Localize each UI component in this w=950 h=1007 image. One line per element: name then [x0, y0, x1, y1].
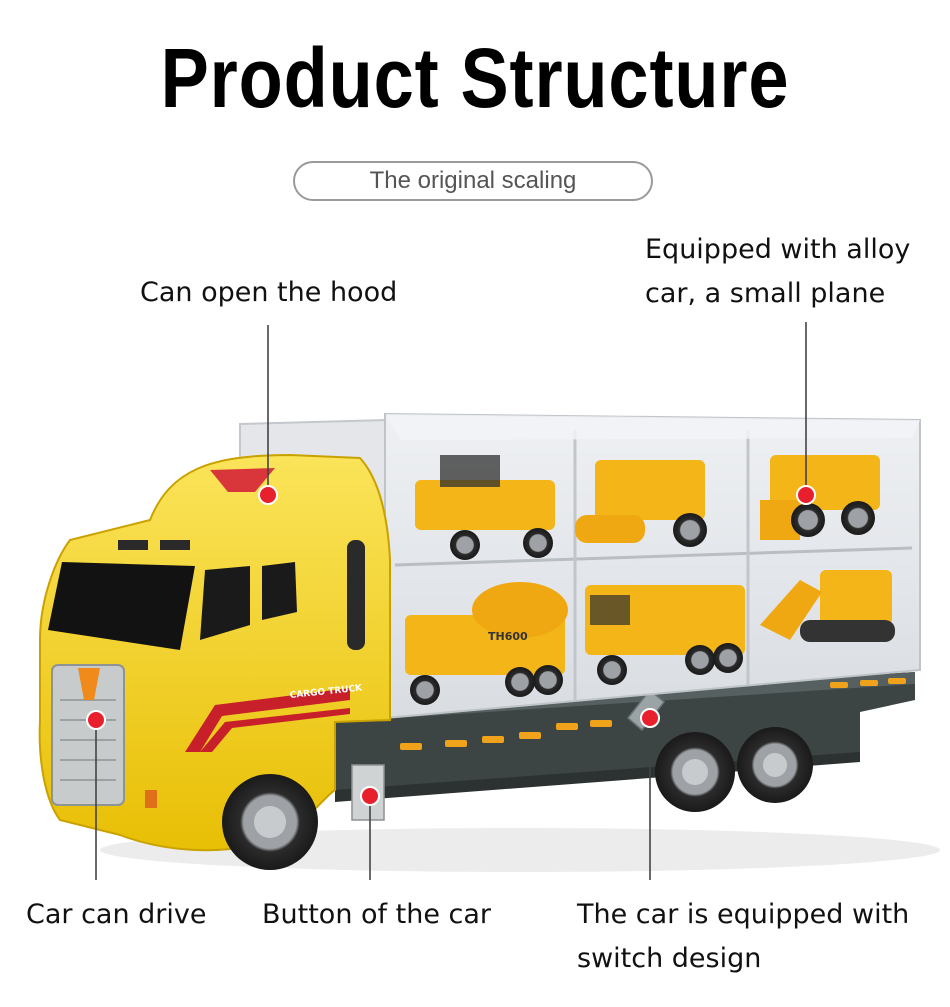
alloy-callout-line1: Equipped with alloy	[645, 234, 911, 265]
callout-markers	[86, 485, 816, 806]
switch-callout-line2: switch design	[577, 943, 762, 974]
hood-marker	[258, 485, 278, 505]
mini-forklift	[415, 455, 555, 560]
switch-marker	[640, 708, 660, 728]
subtitle-text: The original scaling	[369, 167, 577, 194]
roof-logo	[210, 468, 275, 492]
mini-dump-truck	[585, 585, 745, 685]
mini-vehicles: TH600	[405, 455, 895, 705]
side-stripe	[185, 688, 350, 752]
mini-mixer: TH600	[405, 582, 568, 705]
mini-excavator	[760, 570, 895, 642]
truck-cab: CARGO TRUCK	[38, 453, 391, 852]
side-marker-lights	[400, 678, 906, 750]
leader-lines	[95, 322, 807, 880]
drive-marker	[86, 710, 106, 730]
mini-loader	[760, 455, 880, 540]
mixer-model-label: TH600	[488, 630, 528, 643]
subtitle-pill: The original scaling	[293, 161, 653, 201]
exhaust-stack	[347, 540, 365, 650]
switch-callout-line1: The car is equipped with	[577, 899, 910, 930]
alloy-callout-line2: car, a small plane	[645, 278, 886, 309]
alloy-car-marker	[796, 485, 816, 505]
mini-roller	[575, 460, 707, 547]
wheels	[222, 727, 813, 870]
button-callout: Button of the car	[262, 899, 492, 930]
drive-callout: Car can drive	[26, 899, 207, 930]
windshield	[48, 562, 195, 650]
side-window	[200, 566, 250, 640]
button-marker	[360, 786, 380, 806]
page-title: Product Structure	[160, 31, 790, 125]
hood-callout: Can open the hood	[140, 277, 398, 308]
